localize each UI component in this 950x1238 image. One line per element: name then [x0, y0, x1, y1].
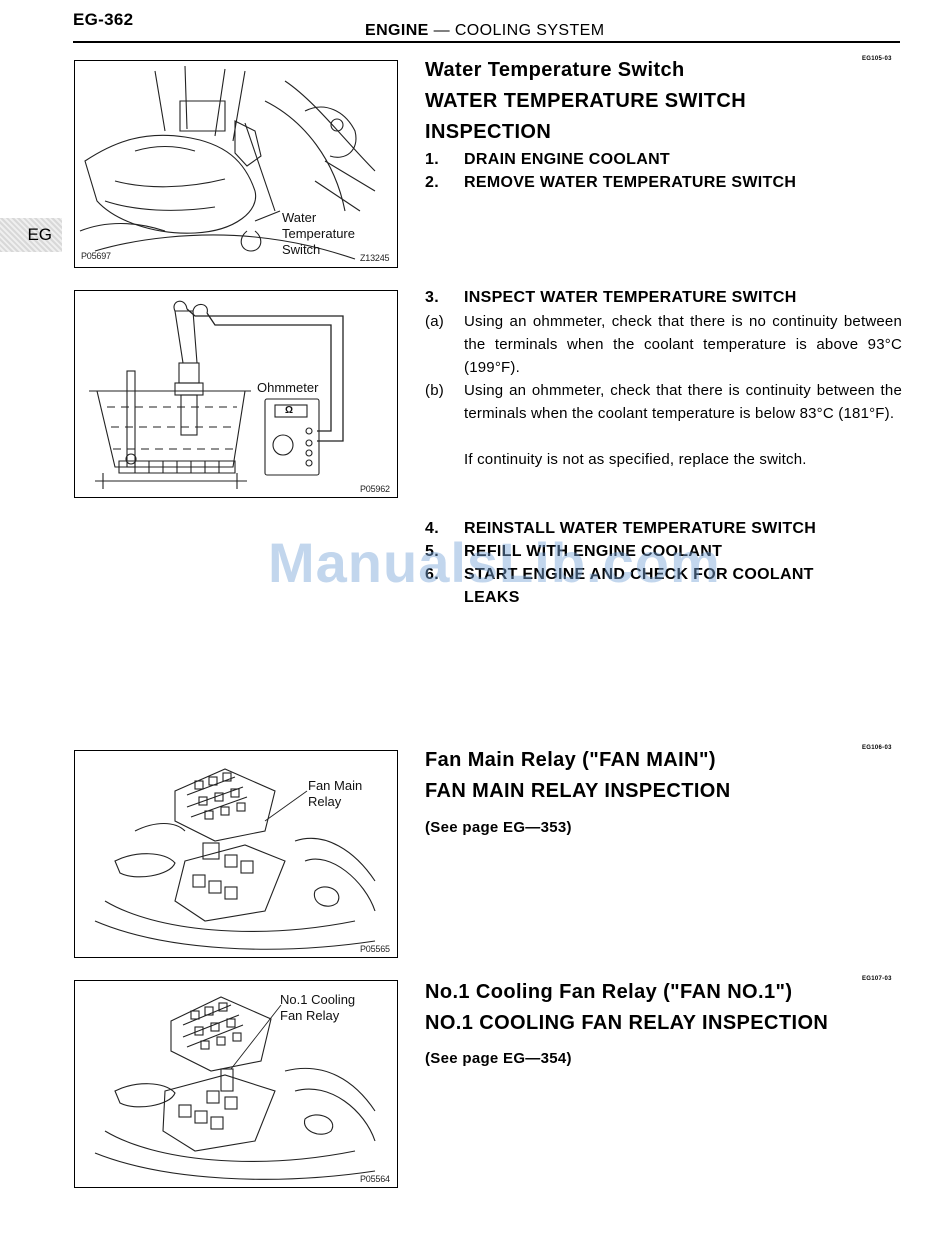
substep-b-text: Using an ohmmeter, check that there is c…	[464, 382, 902, 422]
figure-code-right: Z13245	[360, 253, 390, 263]
ohmmeter-test-illustration	[89, 300, 344, 489]
step-3-text: INSPECT WATER TEMPERATURE SWITCH	[464, 289, 797, 306]
step-6-text: START ENGINE AND CHECK FOR COOLANT	[464, 566, 814, 583]
figure-label-no1-cooling: No.1 Cooling	[280, 992, 356, 1007]
section1-ref-code: EG105-03	[862, 56, 892, 62]
step-6-text-continued: LEAKS	[464, 589, 520, 606]
header-rule	[73, 41, 900, 43]
figure-switch-location: Water Temperature Switch P05697 Z13245	[74, 60, 398, 268]
step-1-text: DRAIN ENGINE COOLANT	[464, 151, 670, 168]
figure-label-water: Water	[282, 210, 317, 225]
section3-ref-code: EG107-03	[862, 976, 892, 982]
figure-ohmmeter-test: Ohmmeter Ω P05962	[74, 290, 398, 498]
step-4-number: 4.	[425, 520, 439, 537]
section2-title-line2: FAN MAIN RELAY INSPECTION	[425, 780, 731, 802]
ohm-symbol: Ω	[285, 405, 294, 416]
section2-title-line1: Fan Main Relay ("FAN MAIN")	[425, 749, 716, 771]
section3-see-page: (See page EG—354)	[425, 1050, 572, 1067]
substep-a-text: Using an ohmmeter, check that there is n…	[464, 313, 902, 376]
substep-a-label: (a)	[425, 313, 444, 330]
step-5-text: REFILL WITH ENGINE COOLANT	[464, 543, 723, 560]
step-4-text: REINSTALL WATER TEMPERATURE SWITCH	[464, 520, 817, 537]
header-title: ENGINE — COOLING SYSTEM	[365, 22, 604, 40]
figure-label-relay: Relay	[308, 794, 342, 809]
section3-title-line2: NO.1 COOLING FAN RELAY INSPECTION	[425, 1012, 829, 1034]
section1-title-line3: INSPECTION	[425, 121, 552, 143]
page-number: EG-362	[73, 10, 134, 29]
figure-label-fan-main: Fan Main	[308, 778, 363, 793]
section3-title-line1: No.1 Cooling Fan Relay ("FAN NO.1")	[425, 981, 793, 1003]
step-2-number: 2.	[425, 174, 439, 191]
figure-fan-main-relay: Fan Main Relay P05565	[74, 750, 398, 958]
figure-code-left: P05697	[81, 251, 111, 261]
section1-title: Water Temperature Switch WATER TEMPERATU…	[425, 55, 746, 148]
header-title-system: — COOLING SYSTEM	[428, 22, 605, 39]
fan-main-relay-illustration	[94, 768, 376, 950]
ohmmeter-label: Ohmmeter	[257, 380, 319, 395]
step-5-number: 5.	[425, 543, 439, 560]
figure-no1-cooling-fan-relay: No.1 Cooling Fan Relay P05564	[74, 980, 398, 1188]
step-2-text: REMOVE WATER TEMPERATURE SWITCH	[464, 174, 797, 191]
step-1-number: 1.	[425, 151, 439, 168]
section3-title: No.1 Cooling Fan Relay ("FAN NO.1") NO.1…	[425, 977, 828, 1039]
figure-label-temperature: Temperature	[282, 226, 355, 241]
section2-ref-code: EG106-03	[862, 745, 892, 751]
replace-note-text: If continuity is not as specified, repla…	[464, 451, 807, 468]
section1-title-line1: Water Temperature Switch	[425, 59, 685, 81]
figure-label-switch: Switch	[282, 242, 321, 257]
no1-cooling-fan-relay-illustration	[94, 996, 376, 1180]
section-tab-eg: EG	[0, 218, 62, 252]
figure-code-no1: P05564	[360, 1174, 390, 1184]
step-6-number: 6.	[425, 566, 439, 583]
figure-code-fan-main: P05565	[360, 944, 390, 954]
section1-title-line2: WATER TEMPERATURE SWITCH	[425, 90, 747, 112]
figure-code-ohmmeter: P05962	[360, 484, 390, 494]
step-3-number: 3.	[425, 289, 439, 306]
header-title-engine: ENGINE	[365, 22, 429, 39]
section2-title: Fan Main Relay ("FAN MAIN") FAN MAIN REL…	[425, 745, 731, 807]
substep-b-label: (b)	[425, 382, 444, 399]
figure-label-fan-relay: Fan Relay	[280, 1008, 340, 1023]
section2-see-page: (See page EG—353)	[425, 819, 572, 836]
switch-location-illustration	[79, 65, 376, 260]
